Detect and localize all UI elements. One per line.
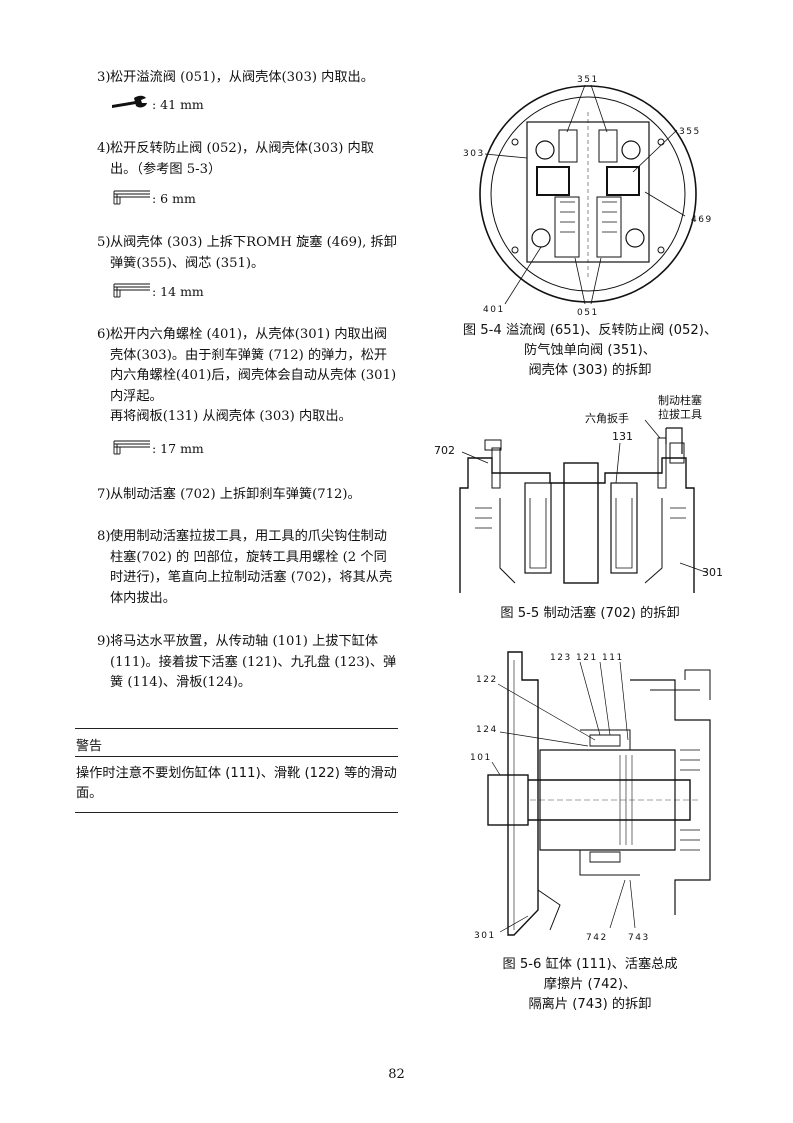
- step-4: 4) 松开反转防止阀 (052)，从阀壳体(303) 内取出。（参考图 5-3）: [97, 139, 397, 180]
- step-text: 松开溢流阀 (051)，从阀壳体(303) 内取出。: [110, 70, 374, 85]
- label-101: 101: [470, 753, 492, 763]
- figure-5-6-caption: 图 5-6 缸体 (111)、活塞总成 摩擦片 (742)、 隔离片 (743)…: [430, 955, 750, 1015]
- tool-size: : 14 mm: [152, 284, 204, 299]
- label-131: 131: [612, 430, 633, 443]
- step-8: 8) 使用制动活塞拉拔工具，用工具的爪尖钩住制动柱塞(702) 的 凹部位，旋转…: [97, 527, 397, 609]
- label-123: 123: [550, 653, 572, 663]
- caption-line: 图 5-4 溢流阀 (651)、反转防止阀 (052)、: [462, 323, 718, 338]
- step-number: 9): [97, 634, 111, 649]
- warning-top-rule: [75, 728, 398, 729]
- step-text-2: 再将阀板(131) 从阀壳体 (303) 内取出。: [110, 409, 352, 424]
- step-7: 7) 从制动活塞 (702) 上拆卸刹车弹簧(712)。: [97, 485, 397, 506]
- hex-key-icon: [113, 283, 150, 298]
- label-hex-wrench: 六角扳手: [585, 411, 629, 425]
- label-121: 121: [576, 653, 598, 663]
- label-742: 742: [586, 933, 608, 943]
- step-text: 从阀壳体 (303) 上拆下ROMH 旋塞 (469), 拆卸弹簧(355)、阀…: [110, 235, 397, 271]
- step-text: 松开反转防止阀 (052)，从阀壳体(303) 内取出。（参考图 5-3）: [110, 141, 374, 177]
- label-111: 111: [602, 653, 624, 663]
- figure-5-4-caption: 图 5-4 溢流阀 (651)、反转防止阀 (052)、 防气蚀单向阀 (351…: [430, 321, 750, 381]
- label-743: 743: [628, 933, 650, 943]
- caption-line: 阀壳体 (303) 的拆卸: [528, 363, 652, 378]
- warning-mid-rule: [75, 756, 398, 757]
- wrench-icon: [112, 95, 147, 108]
- tool-size: : 6 mm: [152, 191, 196, 206]
- warning-text: 操作时注意不要划伤缸体 (111)、滑靴 (122) 等的滑动面。: [76, 766, 397, 801]
- label-351: 351: [577, 75, 599, 85]
- warning-bottom-rule: [75, 812, 398, 813]
- label-301: 301: [702, 566, 723, 579]
- hex-key-icon: [113, 440, 150, 455]
- step-6: 6) 松开内六角螺栓 (401)，从壳体(301) 内取出阀壳体(303)。由于…: [97, 325, 397, 428]
- step-3: 3) 松开溢流阀 (051)，从阀壳体(303) 内取出。: [97, 68, 397, 89]
- label-051: 051: [577, 308, 599, 318]
- label-301: 301: [474, 931, 496, 941]
- caption-line: 摩擦片 (742)、: [543, 977, 637, 992]
- step-number: 7): [97, 487, 111, 502]
- step-number: 6): [97, 327, 111, 342]
- step-text: 从制动活塞 (702) 上拆卸刹车弹簧(712)。: [110, 487, 361, 502]
- step-9: 9) 将马达水平放置，从传动轴 (101) 上拔下缸体 (111)。接着拔下活塞…: [97, 632, 397, 694]
- step-number: 3): [97, 70, 111, 85]
- label-puller-tool: 拉拔工具: [658, 407, 702, 421]
- label-122: 122: [476, 675, 498, 685]
- caption-line: 图 5-6 缸体 (111)、活塞总成: [502, 957, 678, 972]
- figure-5-5-caption: 图 5-5 制动活塞 (702) 的拆卸: [430, 604, 750, 624]
- figure-5-4: 351 355 303 469 401 051: [463, 75, 713, 318]
- caption-line: 图 5-5 制动活塞 (702) 的拆卸: [500, 606, 680, 621]
- page-number: 82: [388, 1067, 405, 1082]
- label-355: 355: [679, 127, 701, 137]
- step-number: 5): [97, 235, 111, 250]
- label-brake-plunger: 制动柱塞: [658, 393, 702, 407]
- warning-title: 警告: [76, 739, 103, 754]
- caption-line: 隔离片 (743) 的拆卸: [528, 997, 652, 1012]
- label-469: 469: [691, 215, 713, 225]
- step-number: 4): [97, 141, 111, 156]
- tool-size: : 41 mm: [152, 97, 204, 112]
- hex-key-icon: [113, 190, 150, 205]
- step-number: 8): [97, 529, 111, 544]
- figure-5-6: 123 121 111 122 124 101 301 742 743: [470, 651, 711, 943]
- label-303: 303: [463, 149, 485, 159]
- caption-line: 防气蚀单向阀 (351)、: [524, 343, 656, 358]
- step-text: 松开内六角螺栓 (401)，从壳体(301) 内取出阀壳体(303)。由于刹车弹…: [110, 327, 397, 404]
- figure-5-5: 六角扳手 制动柱塞 拉拔工具 131 702 301: [434, 393, 723, 593]
- label-401: 401: [483, 305, 505, 315]
- tool-size: : 17 mm: [152, 441, 204, 456]
- label-124: 124: [476, 725, 498, 735]
- step-text: 将马达水平放置，从传动轴 (101) 上拔下缸体 (111)。接着拔下活塞 (1…: [110, 634, 397, 690]
- label-702: 702: [434, 444, 455, 457]
- step-text: 使用制动活塞拉拔工具，用工具的爪尖钩住制动柱塞(702) 的 凹部位，旋转工具用…: [110, 529, 393, 606]
- step-5: 5) 从阀壳体 (303) 上拆下ROMH 旋塞 (469), 拆卸弹簧(355…: [97, 233, 397, 274]
